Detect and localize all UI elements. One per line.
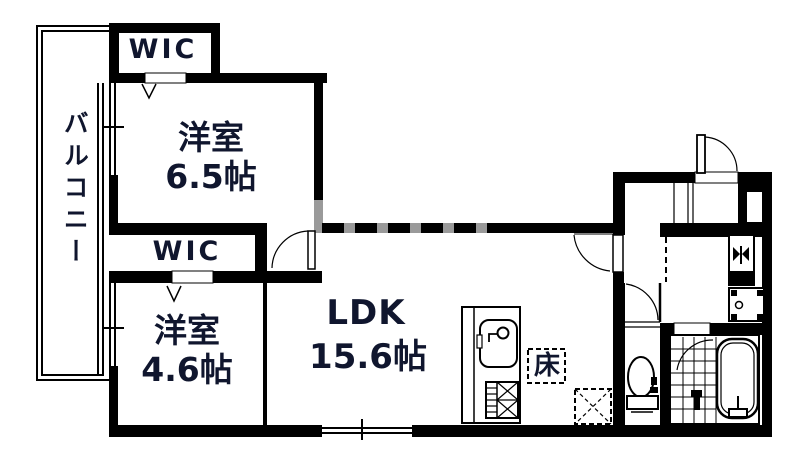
wall — [762, 172, 772, 437]
window — [114, 81, 116, 175]
wall — [613, 173, 625, 235]
ldk-door-arc — [573, 234, 611, 272]
wall — [487, 223, 613, 233]
floor-storage-hatch — [527, 348, 566, 384]
kitchen-counter — [461, 306, 521, 424]
washbasin — [728, 287, 765, 322]
wall — [109, 425, 322, 437]
window — [109, 81, 111, 175]
washer-pan — [728, 234, 755, 273]
bath-door-arc — [676, 339, 714, 371]
bath-floor-grid — [671, 337, 717, 424]
room-size-ldk: 15.6帖 — [309, 337, 427, 377]
entrance-door-arc — [704, 136, 738, 172]
wall-dashed-beam — [322, 223, 487, 233]
bathroom — [669, 334, 760, 425]
entrance-step-lines — [673, 183, 694, 225]
wall — [710, 323, 762, 335]
shower-mixer — [691, 390, 702, 397]
wall — [738, 172, 772, 183]
wall — [314, 73, 323, 200]
shoe-cabinet — [745, 190, 764, 224]
partition-wall — [263, 283, 267, 427]
balcony-outline — [41, 30, 110, 32]
tub-faucet — [728, 408, 748, 418]
window — [109, 283, 111, 368]
balcony-outline — [102, 83, 104, 374]
wall — [109, 271, 172, 283]
wall — [186, 73, 327, 83]
room-label-wic-upper: WIC — [128, 34, 198, 65]
bedroom-door-leaf — [307, 230, 316, 270]
door-threshold — [144, 72, 187, 84]
balcony-outline — [41, 374, 104, 376]
sink-faucet-lever — [488, 333, 498, 342]
toilet — [626, 356, 659, 413]
wall — [728, 273, 755, 286]
window-tick — [103, 327, 124, 329]
ldk-door-leaf — [612, 234, 624, 273]
balcony-outline — [36, 379, 110, 381]
bathtub — [715, 337, 760, 420]
kitchen-sink — [479, 319, 518, 368]
wall — [613, 172, 695, 183]
bath-door-threshold — [673, 322, 711, 336]
toilet-door-arc — [625, 283, 659, 321]
room-label-wic-lower: WIC — [152, 236, 222, 267]
bedroom-door-arc — [271, 230, 309, 269]
room-label-bedroom-upper: 洋室 — [178, 118, 244, 157]
shower-mixer — [694, 397, 700, 410]
room-size-bedroom-lower: 4.6帖 — [141, 350, 233, 389]
wall — [109, 73, 146, 83]
wall — [109, 23, 119, 83]
wall — [109, 223, 267, 235]
wall — [109, 175, 118, 225]
window-tick — [361, 419, 363, 440]
room-size-bedroom-upper: 6.5帖 — [165, 157, 257, 196]
wall — [613, 272, 624, 283]
wall — [660, 326, 670, 437]
kitchen-stove — [485, 381, 519, 419]
window-tick — [103, 126, 124, 128]
wic-door-mark — [141, 83, 157, 100]
wall — [660, 223, 762, 237]
balcony-outline — [36, 25, 110, 27]
wall — [613, 283, 625, 437]
room-label-ldk: LDK — [326, 293, 406, 333]
balcony-outline — [41, 30, 43, 376]
sink-faucet — [496, 326, 510, 340]
wall — [213, 271, 322, 283]
door-threshold — [171, 270, 214, 284]
balcony-outline — [36, 25, 38, 381]
floor-storage-label: 床 — [533, 351, 561, 381]
wall-beam — [314, 200, 323, 233]
entrance-door-leaf — [696, 134, 706, 174]
room-label-bedroom-lower: 洋室 — [154, 311, 220, 350]
window — [322, 427, 412, 429]
wall — [412, 425, 772, 437]
wall — [255, 235, 267, 275]
window — [322, 432, 412, 434]
room-label-balcony: バルコニー — [60, 110, 90, 270]
wall — [109, 23, 220, 33]
window — [114, 283, 116, 368]
wall — [660, 323, 674, 335]
inspection-hatch — [574, 388, 612, 425]
wic-door-mark — [166, 285, 182, 303]
wall — [211, 23, 220, 83]
sink-handle — [476, 334, 483, 349]
wall — [109, 366, 118, 427]
balcony-outline — [97, 83, 99, 375]
entrance-threshold — [694, 171, 739, 184]
